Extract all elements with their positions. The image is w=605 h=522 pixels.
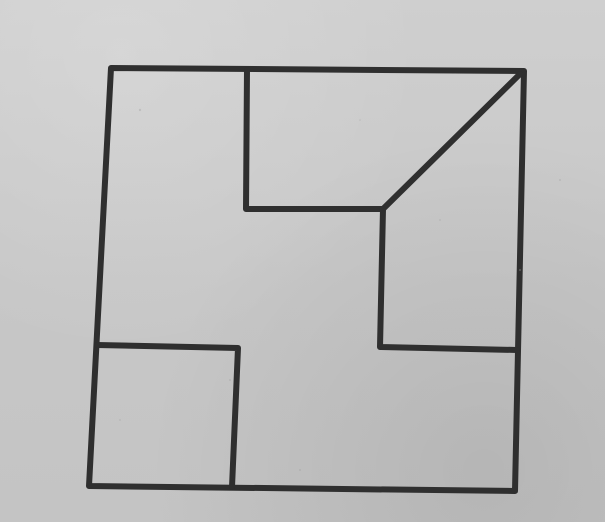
paper-speckles [119, 108, 561, 471]
top-middle-shape [243, 67, 523, 212]
bottom-left-square [94, 342, 241, 490]
right-notch-shape [377, 206, 520, 353]
